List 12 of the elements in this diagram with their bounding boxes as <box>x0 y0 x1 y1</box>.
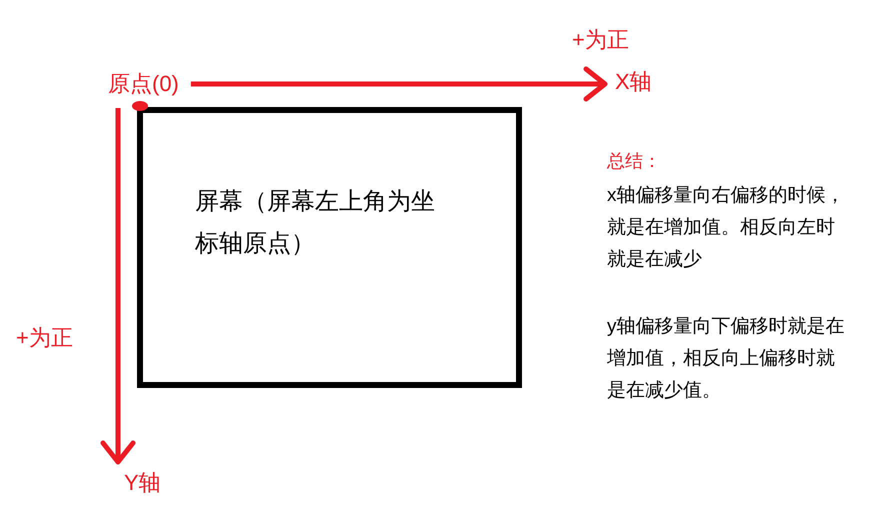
summary-text: x轴偏移量向右偏移的时候，就是在增加值。相反向左时就是在减少 <box>607 184 846 272</box>
axis-label: Y轴 <box>124 469 161 497</box>
screen-box <box>137 107 522 388</box>
axis-note: +为正 <box>572 26 629 54</box>
summary-heading: 总结： <box>607 150 661 172</box>
axis-arrow <box>190 66 608 102</box>
axis-note: +为正 <box>16 324 73 352</box>
origin-label: 原点(0) <box>108 70 179 98</box>
axis-arrow <box>100 108 136 464</box>
summary-text: y轴偏移量向下偏移时就是在增加值，相反向上偏移时就是在减少值。 <box>607 315 846 403</box>
axis-label: X轴 <box>615 68 652 96</box>
screen-text: 屏幕（屏幕左上角为坐标轴原点） <box>195 187 436 259</box>
